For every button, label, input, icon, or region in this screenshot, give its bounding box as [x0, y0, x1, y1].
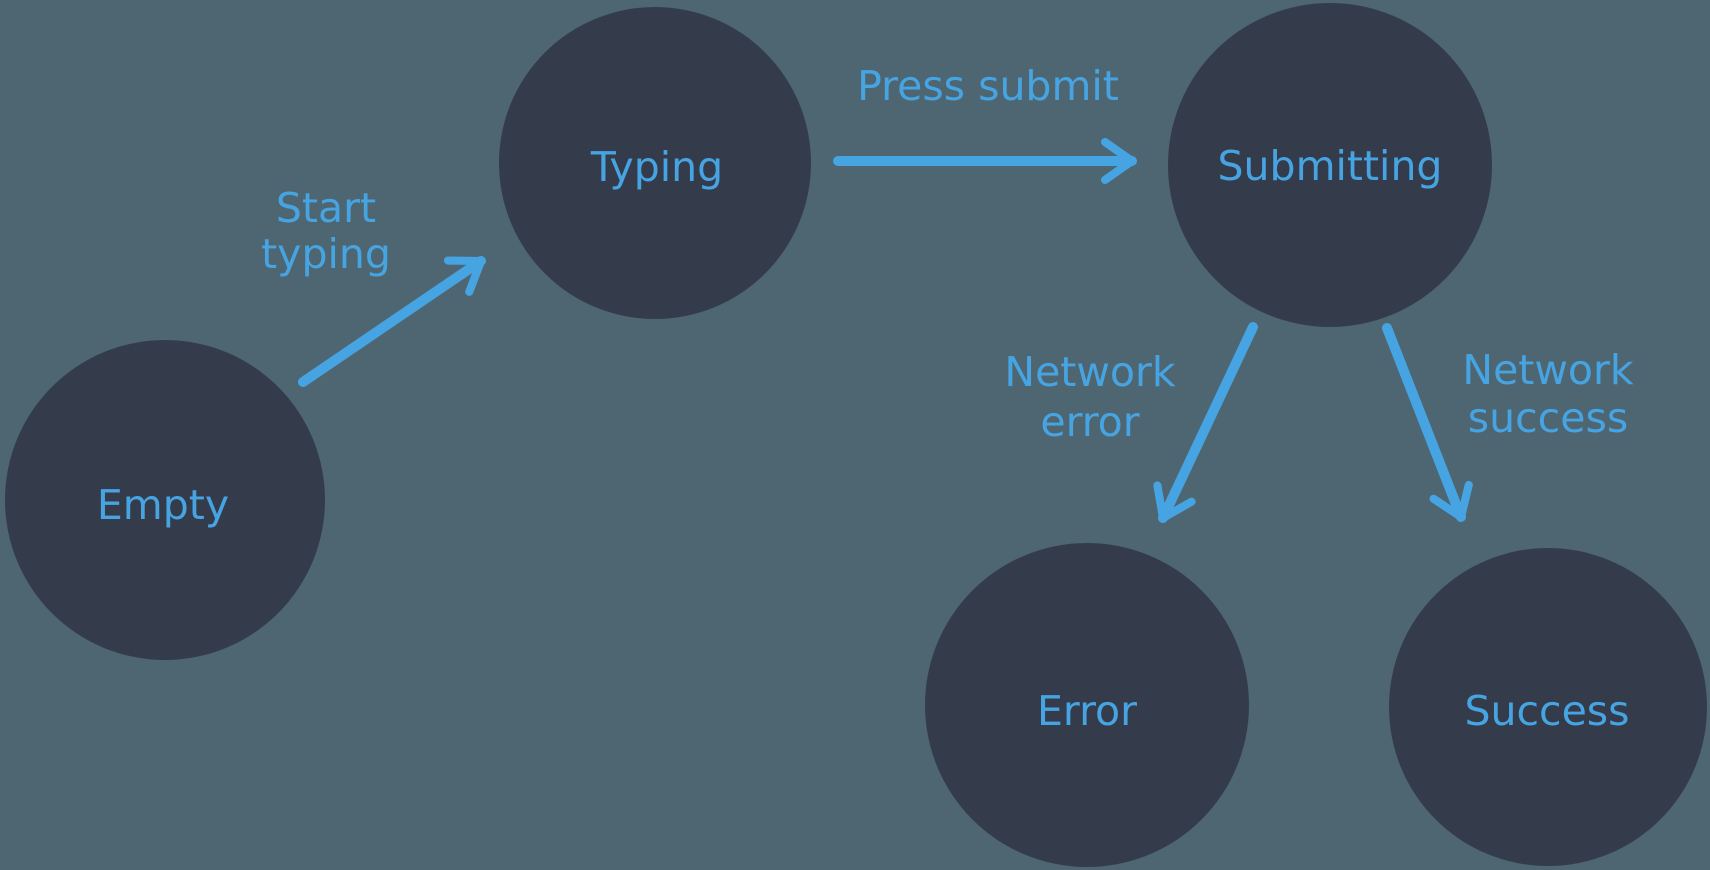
edges: [298, 138, 1473, 523]
edge-label-network-success-line2: success: [1468, 394, 1628, 442]
edge-arrow-submitting-error: [1153, 322, 1258, 523]
edge-label-network-error-line1: Network: [1004, 348, 1175, 396]
edge-label-press-submit: Press submit: [857, 62, 1119, 110]
state-node-typing: [499, 7, 811, 319]
state-label-success: Success: [1464, 687, 1629, 735]
state-nodes: Empty Typing Submitting Error Success: [5, 3, 1707, 867]
edge-label-start-typing-line2: typing: [261, 230, 391, 278]
state-label-submitting: Submitting: [1218, 142, 1443, 190]
state-label-error: Error: [1037, 687, 1137, 735]
edge-label-network-success-line1: Network: [1462, 346, 1633, 394]
edge-label-network-error-line2: error: [1040, 398, 1139, 446]
edge-arrow-submitting-success: [1382, 323, 1473, 522]
edge-arrow-empty-typing: [298, 256, 486, 387]
edge-label-start-typing-line1: Start: [276, 184, 376, 232]
state-node-empty: [5, 340, 325, 660]
state-node-error: [925, 543, 1249, 867]
state-label-typing: Typing: [590, 143, 723, 191]
state-label-empty: Empty: [97, 481, 229, 529]
state-node-success: [1389, 548, 1707, 866]
edge-labels: Start typing Press submit Network error …: [261, 62, 1634, 446]
state-node-submitting: [1168, 3, 1492, 327]
